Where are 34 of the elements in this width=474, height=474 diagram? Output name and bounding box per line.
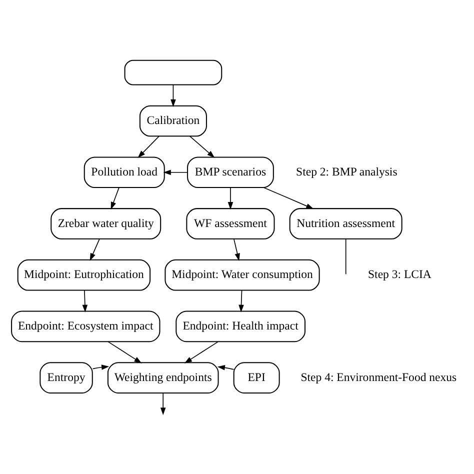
node-box: WF assessment xyxy=(186,208,275,239)
arrow xyxy=(82,289,88,312)
arrow xyxy=(90,238,100,260)
node-box: Calibration xyxy=(139,104,207,136)
arrow xyxy=(217,364,234,370)
connector xyxy=(345,238,346,274)
node-box: Endpoint: Health impact xyxy=(176,310,306,342)
arrow xyxy=(92,364,110,370)
arrow xyxy=(238,289,244,312)
arrow xyxy=(160,392,166,415)
arrow xyxy=(263,186,314,209)
node-box: Entropy xyxy=(40,362,93,393)
arrow xyxy=(228,186,234,210)
label: Step 2: BMP analysis xyxy=(296,164,398,178)
node-box: Zrebar water quality xyxy=(50,208,162,239)
node-box: Endpoint: Ecosystem impact xyxy=(11,310,160,342)
arrow xyxy=(108,340,142,363)
arrow xyxy=(138,135,160,158)
node-box: Weighting endpoints xyxy=(107,362,219,393)
arrow xyxy=(163,169,188,175)
label: Step 4: Environment-Food nexus xyxy=(300,370,457,384)
arrow xyxy=(170,84,176,106)
node-box: Midpoint: Water consumption xyxy=(164,258,320,290)
label: Step 3: LCIA xyxy=(368,268,432,281)
arrow xyxy=(189,135,215,158)
arrow xyxy=(184,340,219,363)
node-box: Midpoint: Eutrophication xyxy=(17,258,151,290)
arrow xyxy=(233,238,240,260)
node-box: Pollution load xyxy=(84,156,165,188)
node-box: BMP scenarios xyxy=(187,156,274,188)
node-box xyxy=(124,59,222,85)
node-box: Nutrition assessment xyxy=(289,208,402,239)
arrow xyxy=(110,186,120,210)
node-box: EPI xyxy=(233,362,280,393)
